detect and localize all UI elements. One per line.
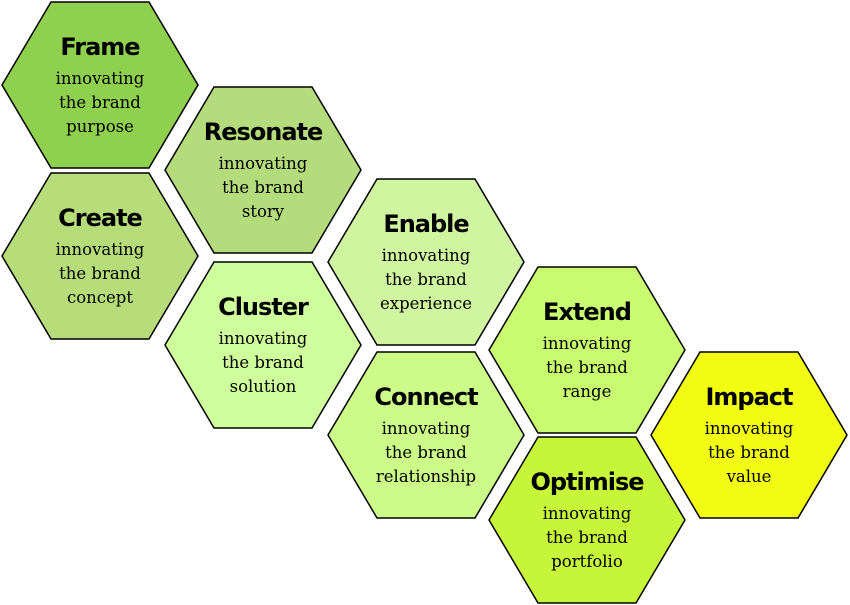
hexagon-line3-connect: relationship	[376, 467, 476, 486]
hexagon-enable: Enable innovating the brand experience	[327, 178, 525, 346]
hexagon-shape-frame	[1, 1, 199, 169]
hexagon-line1-cluster: innovating	[219, 329, 308, 348]
hexagon-cluster: Cluster innovating the brand solution	[164, 261, 362, 429]
hexagon-shape-impact	[650, 351, 848, 519]
hexagon-frame: Frame innovating the brand purpose	[1, 1, 199, 169]
hexagon-title-connect: Connect	[374, 383, 478, 411]
hexagon-shape-cluster	[164, 261, 362, 429]
hexagon-extend: Extend innovating the brand range	[488, 266, 686, 434]
hexagon-line1-frame: innovating	[56, 69, 145, 88]
hexagon-line1-connect: innovating	[382, 419, 471, 438]
hexagon-line1-impact: innovating	[705, 419, 794, 438]
hexagon-title-cluster: Cluster	[218, 293, 309, 321]
hexagon-shape-connect	[327, 351, 525, 519]
hexagon-shape-optimise	[488, 436, 686, 604]
hexagon-title-frame: Frame	[60, 33, 140, 61]
hexagon-resonate: Resonate innovating the brand story	[164, 86, 362, 254]
hexagon-line2-enable: the brand	[385, 270, 467, 289]
hexagon-line2-cluster: the brand	[222, 353, 304, 372]
hexagon-line3-impact: value	[726, 467, 772, 486]
hexagon-title-create: Create	[58, 204, 142, 232]
hexagon-line2-create: the brand	[59, 264, 141, 283]
hexagon-shape-resonate	[164, 86, 362, 254]
hexagon-line1-extend: innovating	[543, 334, 632, 353]
hexagon-line3-resonate: story	[242, 202, 285, 221]
hexagon-line2-frame: the brand	[59, 93, 141, 112]
hexagon-line3-optimise: portfolio	[551, 552, 623, 571]
hexagon-title-resonate: Resonate	[204, 118, 323, 146]
hexagon-line3-frame: purpose	[66, 117, 134, 136]
hexagon-line2-impact: the brand	[708, 443, 790, 462]
hexagon-connect: Connect innovating the brand relationship	[327, 351, 525, 519]
hexagon-impact: Impact innovating the brand value	[650, 351, 848, 519]
hexagon-line3-enable: experience	[380, 294, 472, 313]
hexagon-line3-create: concept	[67, 288, 133, 307]
hexagon-line1-optimise: innovating	[543, 504, 632, 523]
hexagon-title-extend: Extend	[543, 298, 631, 326]
hexagon-line1-resonate: innovating	[219, 154, 308, 173]
hexagon-line3-extend: range	[563, 382, 612, 401]
hexagon-title-impact: Impact	[705, 383, 793, 411]
hexagon-shape-extend	[488, 266, 686, 434]
hexagon-shape-enable	[327, 178, 525, 346]
hexagon-line3-cluster: solution	[230, 377, 297, 396]
hexagon-title-enable: Enable	[383, 210, 469, 238]
hexagon-line2-extend: the brand	[546, 358, 628, 377]
hexagon-line1-enable: innovating	[382, 246, 471, 265]
hexagon-line1-create: innovating	[56, 240, 145, 259]
hexagon-line2-resonate: the brand	[222, 178, 304, 197]
hexagon-line2-connect: the brand	[385, 443, 467, 462]
hexagon-line2-optimise: the brand	[546, 528, 628, 547]
hexagon-title-optimise: Optimise	[530, 468, 644, 496]
hexagon-shape-create	[1, 172, 199, 340]
hexagon-create: Create innovating the brand concept	[1, 172, 199, 340]
hexagon-optimise: Optimise innovating the brand portfolio	[488, 436, 686, 604]
